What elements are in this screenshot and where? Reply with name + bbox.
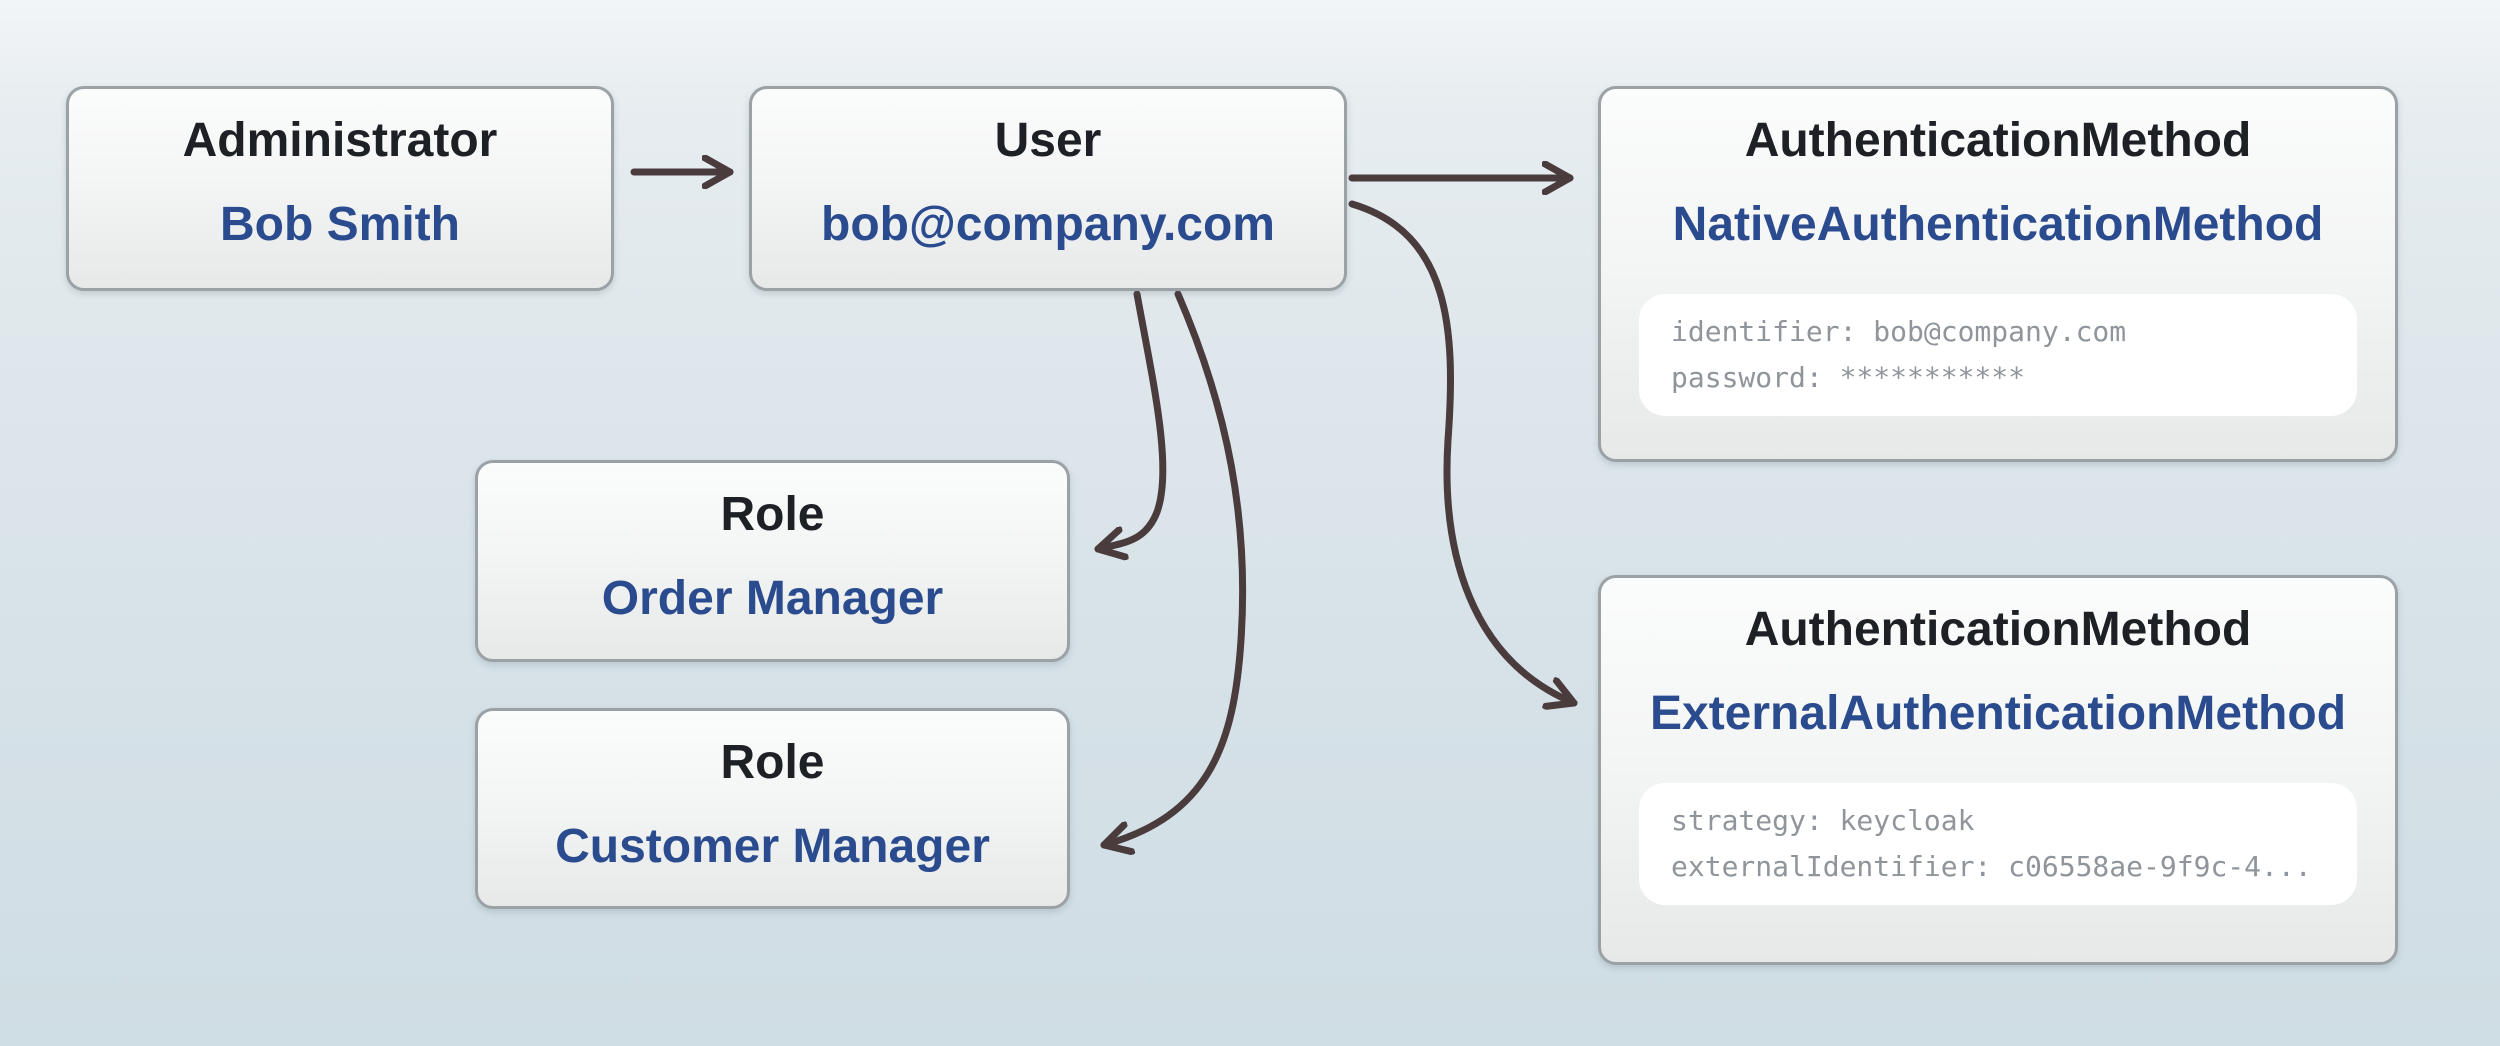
node-type-label: Administrator [182,114,498,167]
attribute-line: strategy: keycloak [1671,804,1975,837]
attribute-line: identifier: bob@company.com [1671,315,2127,348]
node-type-label: AuthenticationMethod [1744,114,2252,167]
node-type-label: AuthenticationMethod [1744,603,2252,656]
edge-user-role-customer [1100,290,1247,845]
attribute-line: password: *********** [1671,361,2026,394]
node-role-order-manager: Role Order Manager [475,460,1070,662]
attributes-panel: identifier: bob@company.com password: **… [1639,294,2357,416]
node-role-customer-manager: Role Customer Manager [475,708,1070,909]
node-administrator: Administrator Bob Smith [66,86,614,291]
node-native-authentication-method: AuthenticationMethod NativeAuthenticatio… [1598,86,2398,462]
edge-user-external-auth [1348,200,1578,703]
attributes-panel: strategy: keycloak externalIdentifier: c… [1639,783,2357,905]
node-type-label: Role [720,488,825,541]
node-type-label: User [994,114,1102,167]
node-value: ExternalAuthenticationMethod [1649,687,2347,740]
node-value: NativeAuthenticationMethod [1672,198,2324,251]
edge-user-role-order [1094,290,1167,549]
node-user: User bob@company.com [749,86,1347,291]
node-value: Customer Manager [555,820,990,873]
node-value: Bob Smith [220,198,460,251]
attribute-line: externalIdentifier: c06558ae-9f9c-4... [1671,850,2312,883]
node-external-authentication-method: AuthenticationMethod ExternalAuthenticat… [1598,575,2398,965]
node-value: Order Manager [601,572,944,625]
node-value: bob@company.com [821,198,1275,251]
node-type-label: Role [720,736,825,789]
